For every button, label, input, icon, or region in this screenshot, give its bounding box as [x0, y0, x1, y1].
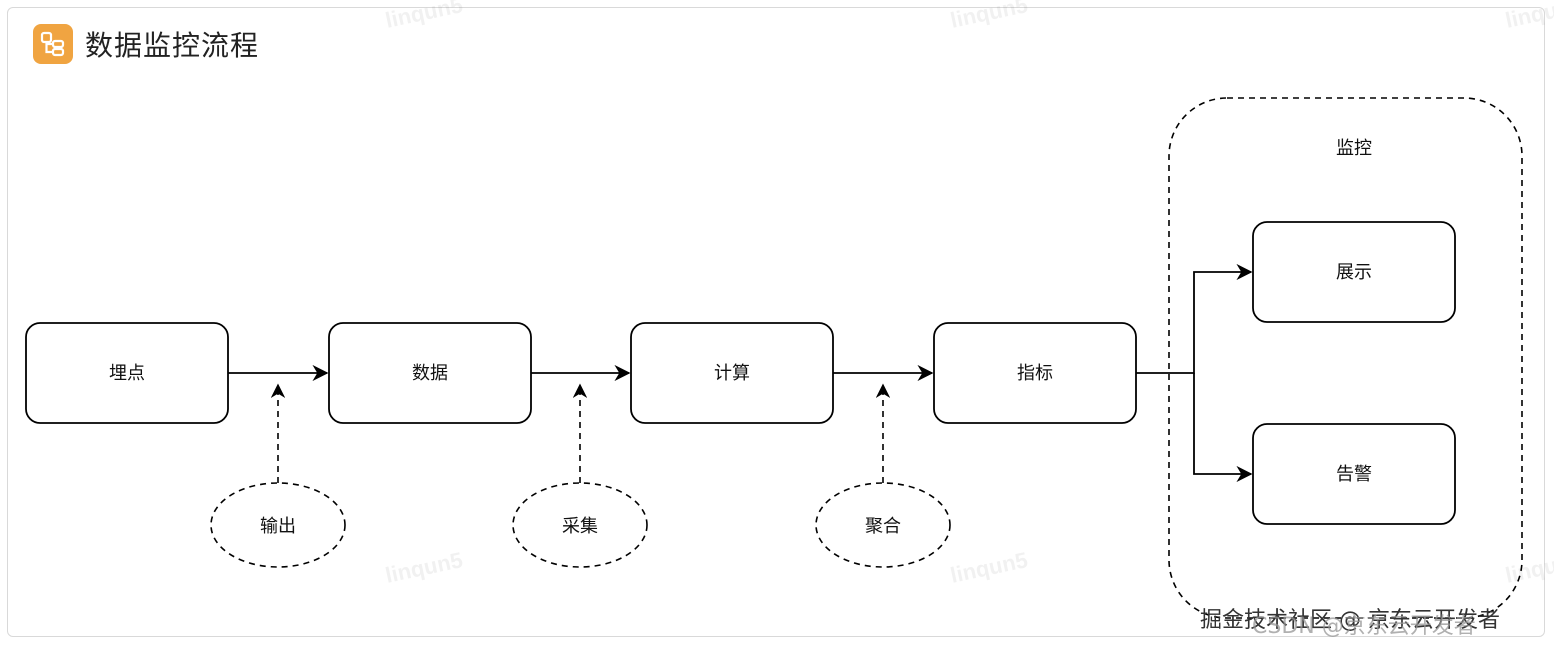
monitor-group-label: 监控 [1336, 138, 1372, 159]
edge-metrics-to-display [1136, 263, 1253, 374]
annotation-collect: 采集 [512, 383, 648, 568]
annotation-output: 输出 [210, 383, 346, 568]
node-compute: 计算 [630, 322, 834, 424]
flowchart-icon [33, 24, 73, 64]
diagram-header: 数据监控流程 [33, 24, 259, 64]
monitor-group-container [1168, 97, 1523, 619]
node-label: 展示 [1336, 262, 1372, 283]
node-alert: 告警 [1252, 423, 1456, 525]
annotation-aggregate: 聚合 [815, 383, 951, 568]
page-title: 数据监控流程 [85, 29, 260, 62]
footer-watermark-primary: 掘金技术社区 @ 京东云开发者 [1200, 608, 1500, 633]
footer-watermark-secondary: CSDN @京东云开发者 [1252, 614, 1476, 639]
node-display: 展示 [1252, 221, 1456, 323]
node-data: 数据 [328, 322, 532, 424]
node-label: 埋点 [109, 363, 145, 384]
node-label: 告警 [1336, 464, 1372, 485]
node-buried-point: 埋点 [25, 322, 229, 424]
annotation-label: 输出 [260, 516, 296, 537]
annotation-label: 聚合 [865, 516, 901, 537]
node-label: 计算 [714, 363, 750, 384]
node-metrics: 指标 [933, 322, 1137, 424]
footer-watermark: 掘金技术社区 @ 京东云开发者 CSDN @京东云开发者 [1200, 602, 1500, 639]
annotation-label: 采集 [562, 516, 598, 537]
node-label: 数据 [412, 363, 448, 384]
edge-metrics-to-alert [1193, 373, 1253, 483]
node-label: 指标 [1017, 363, 1053, 384]
